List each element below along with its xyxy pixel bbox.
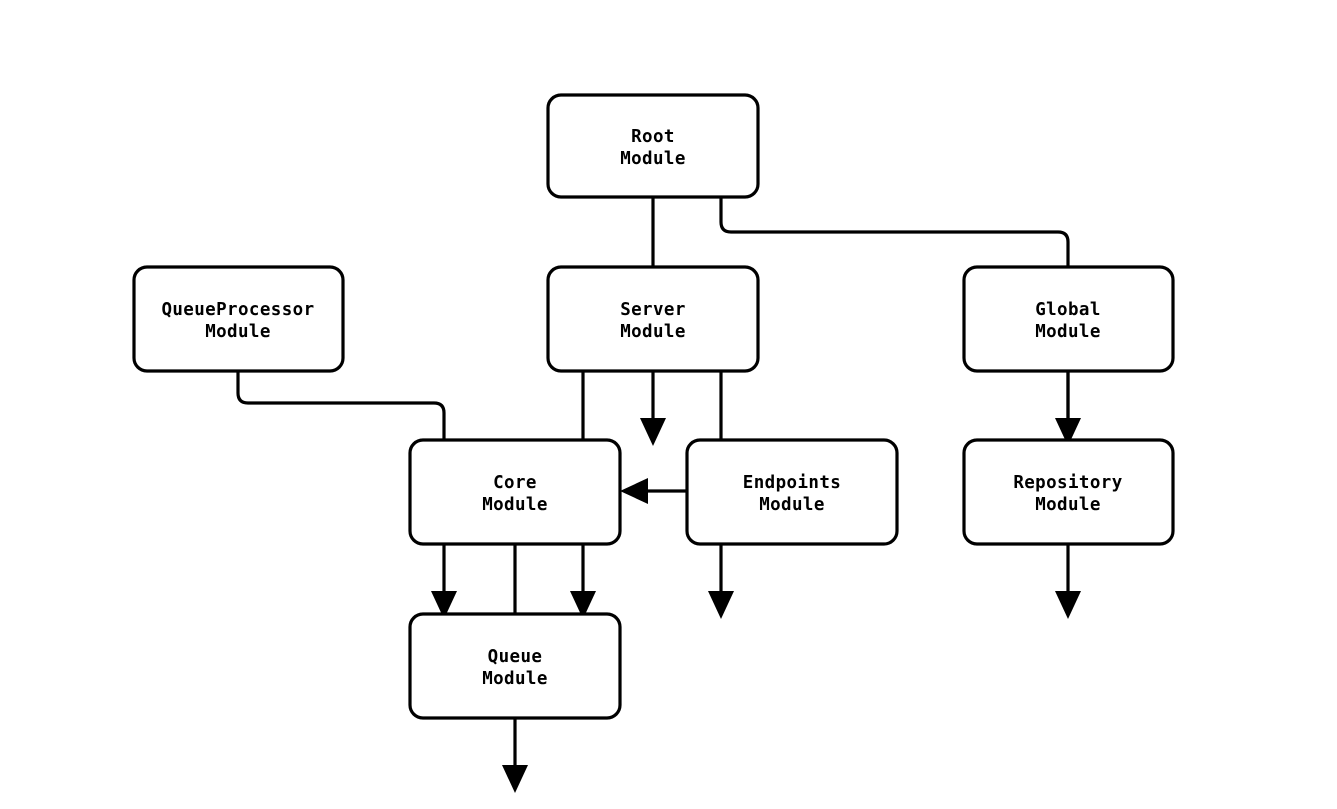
node-global-module-label-line2: Module [1035, 322, 1101, 342]
node-root-module-label-line1: Root [631, 127, 675, 147]
node-server-module[interactable]: Server Module [546, 265, 760, 373]
node-global-module-label-line1: Global [1035, 300, 1101, 320]
node-queueprocessor-module-label-line1: QueueProcessor [161, 300, 314, 320]
node-queue-module-label-line2: Module [482, 669, 548, 689]
node-repository-module-label-line1: Repository [1013, 473, 1122, 493]
edge-queueprocessor-to-core [236, 371, 457, 619]
node-endpoints-module-label-line1: Endpoints [743, 473, 841, 493]
edge-endpoints-to-core-arrowhead [620, 478, 648, 504]
node-root-module-label-line2: Module [620, 149, 686, 169]
node-core-module[interactable]: Core Module [408, 438, 622, 546]
node-endpoints-module[interactable]: Endpoints Module [685, 438, 899, 546]
edge-queueprocessor-to-core-arrowhead [431, 591, 457, 619]
node-queue-module[interactable]: Queue Module [408, 612, 622, 720]
edge-global-to-repository-arrowhead [1055, 591, 1081, 619]
node-endpoints-module-box[interactable] [685, 438, 899, 546]
node-core-module-label-line2: Module [482, 495, 548, 515]
edge-root-to-server-arrowhead [640, 418, 666, 446]
node-queue-module-box[interactable] [408, 612, 622, 720]
node-repository-module-box[interactable] [962, 438, 1175, 546]
node-queueprocessor-module-box[interactable] [132, 265, 345, 373]
node-core-module-box[interactable] [408, 438, 622, 546]
node-server-module-label-line1: Server [620, 300, 686, 320]
edge-server-to-endpoints-arrowhead [708, 591, 734, 619]
edge-root-to-global-line [719, 197, 1070, 430]
node-repository-module[interactable]: Repository Module [962, 438, 1175, 546]
node-server-module-box[interactable] [546, 265, 760, 373]
node-queueprocessor-module-label-line2: Module [205, 322, 271, 342]
node-endpoints-module-label-line2: Module [759, 495, 825, 515]
node-root-module[interactable]: Root Module [546, 93, 760, 199]
node-root-module-box[interactable] [546, 93, 760, 199]
edge-server-to-core-arrowhead [570, 591, 596, 619]
edge-queueprocessor-to-core-line [236, 371, 446, 603]
edge-core-to-queue-arrowhead [502, 765, 528, 793]
node-core-module-label-line1: Core [493, 473, 537, 493]
node-global-module-box[interactable] [962, 265, 1175, 373]
edge-endpoints-to-core [620, 478, 687, 504]
node-queueprocessor-module[interactable]: QueueProcessor Module [132, 265, 345, 373]
node-repository-module-label-line2: Module [1035, 495, 1101, 515]
node-layer: Root Module QueueProcessor Module Server… [132, 93, 1175, 720]
node-global-module[interactable]: Global Module [962, 265, 1175, 373]
node-server-module-label-line2: Module [620, 322, 686, 342]
node-queue-module-label-line1: Queue [488, 647, 543, 667]
